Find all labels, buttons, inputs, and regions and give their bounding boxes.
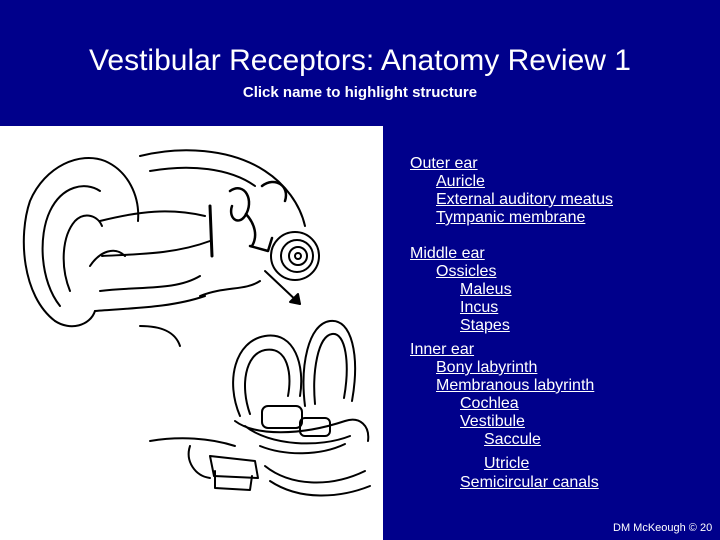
structure-link-vestibule[interactable]: Vestibule (460, 413, 525, 430)
structure-link-middle-ear[interactable]: Middle ear (410, 245, 485, 262)
structure-link-cochlea[interactable]: Cochlea (460, 395, 519, 412)
structure-link-auricle[interactable]: Auricle (436, 173, 485, 190)
ossicles-drawing (208, 180, 288, 258)
structure-link-tympanic-membrane[interactable]: Tympanic membrane (436, 209, 586, 226)
structure-link-outer-ear[interactable]: Outer ear (410, 155, 478, 172)
structure-link-ossicles[interactable]: Ossicles (436, 263, 497, 280)
labyrinth-drawing (149, 319, 371, 497)
ear-canal-drawing (94, 149, 306, 347)
slide-subtitle: Click name to highlight structure (242, 84, 478, 101)
ear-anatomy-illustration (0, 126, 383, 540)
structure-link-maleus[interactable]: Maleus (460, 281, 512, 298)
copyright-footer: DM McKeough © 20 (613, 522, 713, 534)
structure-link-membranous-labyrinth[interactable]: Membranous labyrinth (436, 377, 595, 394)
structure-link-incus[interactable]: Incus (460, 299, 499, 316)
structure-link-bony-labyrinth[interactable]: Bony labyrinth (436, 359, 538, 376)
structure-link-saccule[interactable]: Saccule (484, 431, 541, 448)
structure-link-inner-ear[interactable]: Inner ear (410, 341, 475, 358)
structure-link-stapes[interactable]: Stapes (460, 317, 510, 334)
structure-link-utricle[interactable]: Utricle (484, 455, 530, 472)
structure-link-semicircular-canals[interactable]: Semicircular canals (460, 474, 599, 491)
pointer-arrow (264, 270, 301, 305)
structure-link-external-auditory-meatus[interactable]: External auditory meatus (436, 191, 613, 208)
slide-title: Vestibular Receptors: Anatomy Review 1 (89, 44, 631, 77)
cochlea-drawing (270, 231, 320, 281)
auricle-drawing (22, 156, 140, 328)
